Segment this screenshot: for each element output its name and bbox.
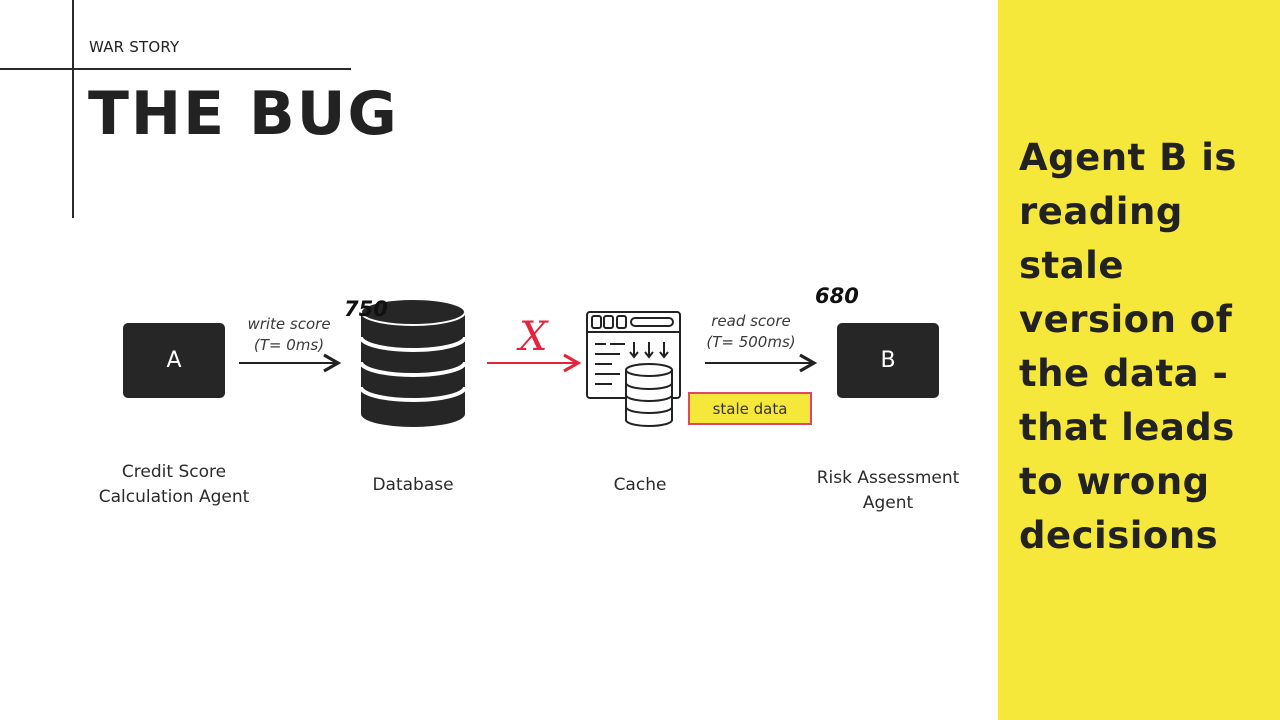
header-vertical-rule xyxy=(72,0,74,218)
read-edge-label: read score (T= 500ms) xyxy=(700,311,802,353)
database-icon xyxy=(359,298,467,427)
header-horizontal-rule xyxy=(0,68,351,70)
agent-b-caption-line1: Risk Assessment xyxy=(816,468,960,488)
agent-b-letter: B xyxy=(880,348,896,373)
diagram-canvas xyxy=(239,298,818,427)
agent-a-node: A xyxy=(123,323,225,398)
cache-icon xyxy=(586,311,681,427)
agent-a-caption: Credit Score Calculation Agent xyxy=(88,460,260,510)
agent-b-caption-line2: Agent xyxy=(862,493,914,513)
page-title: THE BUG xyxy=(88,79,399,149)
agent-a-caption-line1: Credit Score xyxy=(121,462,227,482)
database-value-label: 750 xyxy=(344,297,388,321)
takeaway-panel: Agent B is reading stale version of the … xyxy=(998,0,1280,720)
section-kicker: WAR STORY xyxy=(89,38,180,56)
agent-b-node: B xyxy=(837,323,939,398)
write-edge-label: write score (T= 0ms) xyxy=(240,314,338,356)
cache-caption: Cache xyxy=(613,475,667,495)
read-edge-time: (T= 500ms) xyxy=(706,333,796,351)
database-caption: Database xyxy=(372,475,454,495)
agent-a-letter: A xyxy=(166,348,182,373)
blocked-x-mark: X xyxy=(519,314,548,360)
takeaway-message: Agent B is reading stale version of the … xyxy=(1019,136,1237,557)
write-edge-time: (T= 0ms) xyxy=(253,336,325,354)
write-edge-action: write score xyxy=(247,315,331,333)
stale-data-tag: stale data xyxy=(688,392,812,425)
read-edge-action: read score xyxy=(711,312,791,330)
agent-a-caption-line2: Calculation Agent xyxy=(98,487,250,507)
agent-b-value-label: 680 xyxy=(815,284,859,308)
agent-b-caption: Risk Assessment Agent xyxy=(808,466,968,516)
stale-data-label: stale data xyxy=(712,399,788,418)
